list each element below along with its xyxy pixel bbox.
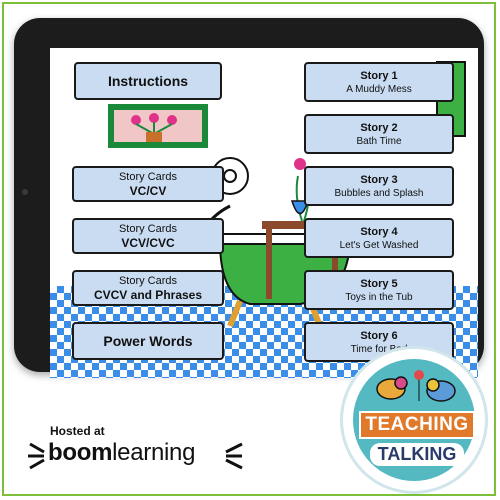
tablet-device: Instructions Story Cards VC/CV Story Car… <box>14 18 484 378</box>
brand-bold: boom <box>48 439 113 466</box>
spark-right-icon <box>225 442 243 470</box>
badge-line-1: TEACHING <box>359 411 475 439</box>
spark-left-icon <box>28 442 45 470</box>
instructions-button[interactable]: Instructions <box>74 62 222 100</box>
story-title: Story 4 <box>360 225 398 238</box>
story-title: Story 2 <box>360 121 398 134</box>
story-cards-label: Story Cards <box>118 170 178 183</box>
badge-line-2: TALKING <box>369 443 465 466</box>
story-1-button[interactable]: Story 1 A Muddy Mess <box>304 62 454 102</box>
story-cards-vc-cv-button[interactable]: Story Cards VC/CV <box>72 166 224 202</box>
story-title: Story 6 <box>360 329 398 342</box>
outer-border <box>2 2 496 496</box>
story-3-button[interactable]: Story 3 Bubbles and Splash <box>304 166 454 206</box>
story-subtitle: Time for Bed <box>350 343 408 355</box>
story-subtitle: Toys in the Tub <box>345 291 413 303</box>
story-cards-type: VC/CV <box>129 183 167 198</box>
power-words-button[interactable]: Power Words <box>72 322 224 360</box>
story-cards-cvcv-phrases-button[interactable]: Story Cards CVCV and Phrases <box>72 270 224 306</box>
story-subtitle: Bubbles and Splash <box>334 187 424 199</box>
story-title: Story 5 <box>360 277 398 290</box>
brand-light: learning <box>112 439 196 466</box>
story-cards-vcv-cvc-button[interactable]: Story Cards VCV/CVC <box>72 218 224 254</box>
story-2-button[interactable]: Story 2 Bath Time <box>304 114 454 154</box>
flower-picture-frame <box>108 104 208 148</box>
story-cards-label: Story Cards <box>118 274 178 287</box>
story-subtitle: Let's Get Washed <box>339 239 419 251</box>
brand-name: boomlearning <box>48 439 195 467</box>
camera-dot <box>22 189 28 195</box>
flower-pot-icon <box>131 113 177 142</box>
story-subtitle: A Muddy Mess <box>346 83 412 95</box>
boom-learning-logo: Hosted at boomlearning <box>28 424 248 478</box>
teaching-talking-badge: TEACHING TALKING <box>340 346 488 494</box>
hosted-at-label: Hosted at <box>50 424 105 438</box>
story-cards-type: VCV/CVC <box>121 235 175 250</box>
story-cards-label: Story Cards <box>118 222 178 235</box>
story-4-button[interactable]: Story 4 Let's Get Washed <box>304 218 454 258</box>
story-subtitle: Bath Time <box>356 135 402 147</box>
story-title: Story 3 <box>360 173 398 186</box>
birds-icon <box>376 370 456 402</box>
story-title: Story 1 <box>360 69 398 82</box>
story-5-button[interactable]: Story 5 Toys in the Tub <box>304 270 454 310</box>
story-cards-type: CVCV and Phrases <box>93 287 203 302</box>
instructions-label: Instructions <box>107 73 189 89</box>
tablet-screen: Instructions Story Cards VC/CV Story Car… <box>50 48 478 378</box>
power-words-label: Power Words <box>103 333 193 349</box>
